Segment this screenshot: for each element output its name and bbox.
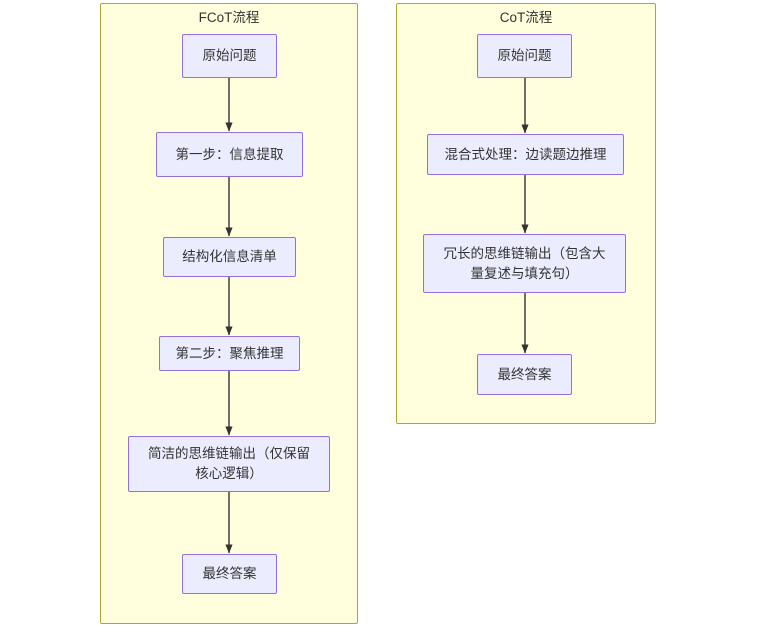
node-fcot-final-answer[interactable]: 最终答案 (182, 554, 277, 594)
subgraph-fcot-title: FCoT流程 (198, 10, 260, 25)
subgraph-fcot: FCoT流程 (100, 3, 358, 624)
subgraph-cot-title: CoT流程 (499, 10, 553, 25)
node-cot-original-question[interactable]: 原始问题 (477, 34, 572, 78)
node-cot-mixed-processing[interactable]: 混合式处理：边读题边推理 (427, 134, 624, 175)
node-cot-final-answer[interactable]: 最终答案 (477, 354, 572, 395)
node-fcot-concise-chain-output[interactable]: 简洁的思维链输出（仅保留 核心逻辑） (128, 436, 330, 492)
node-cot-verbose-chain-output[interactable]: 冗长的思维链输出（包含大 量复述与填充句） (423, 234, 626, 293)
node-fcot-structured-info-list[interactable]: 结构化信息清单 (163, 237, 296, 277)
node-fcot-step-one-info-extraction[interactable]: 第一步：信息提取 (156, 132, 303, 177)
node-fcot-original-question[interactable]: 原始问题 (182, 34, 277, 78)
node-fcot-step-two-focused-reasoning[interactable]: 第二步：聚焦推理 (159, 336, 300, 371)
